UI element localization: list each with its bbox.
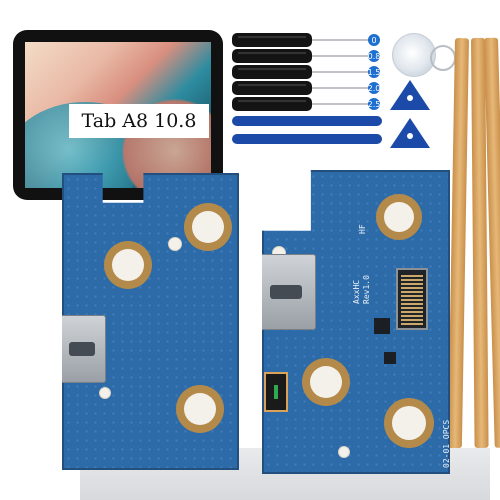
tablet-screen: Tab A8 10.8 <box>25 42 211 188</box>
screwdriver-icon: 2.0 <box>232 81 382 95</box>
flex-connector <box>396 268 428 330</box>
spudger-icon <box>232 134 382 144</box>
adhesive-tape-icon <box>447 38 469 449</box>
usb-c-port <box>262 254 316 330</box>
ic-chip <box>374 318 390 334</box>
product-label: Tab A8 10.8 <box>69 104 209 138</box>
tip-badge: 2.0 <box>367 82 381 94</box>
charging-port-board-front: AxxHC Rev1.0 HF 02-01 OPCS 23 M <box>262 170 450 474</box>
tip-badge: 2.5 <box>367 98 381 110</box>
screwdriver-icon: 0.8 <box>232 49 382 63</box>
pcb-code-label: AxxHC <box>352 279 361 304</box>
mount-ring <box>184 203 232 251</box>
sim-pin-icon <box>430 45 456 71</box>
sensor-component <box>264 372 288 412</box>
spudger-icon <box>232 116 382 126</box>
tip-badge: 1.5 <box>367 66 381 78</box>
tip-badge: 0.8 <box>367 50 381 62</box>
ic-chip <box>384 352 396 364</box>
usb-c-port <box>62 315 106 383</box>
mount-ring <box>176 385 224 433</box>
pcb-rev-label: Rev1.0 <box>362 275 371 304</box>
mount-ring <box>104 241 152 289</box>
screwdriver-icon: 1.5 <box>232 65 382 79</box>
tablet-device: Tab A8 10.8 <box>13 30 223 200</box>
mount-ring <box>376 194 422 240</box>
tip-badge: 0 <box>368 34 380 46</box>
opening-pick-icon <box>390 80 430 148</box>
mount-ring <box>302 358 350 406</box>
mount-ring <box>384 398 434 448</box>
charging-port-board-back <box>62 173 239 470</box>
pcb-hf-label: HF <box>358 224 367 234</box>
screwdriver-icon: 0 <box>232 33 382 47</box>
screwdriver-icon: 2.5 <box>232 97 382 111</box>
